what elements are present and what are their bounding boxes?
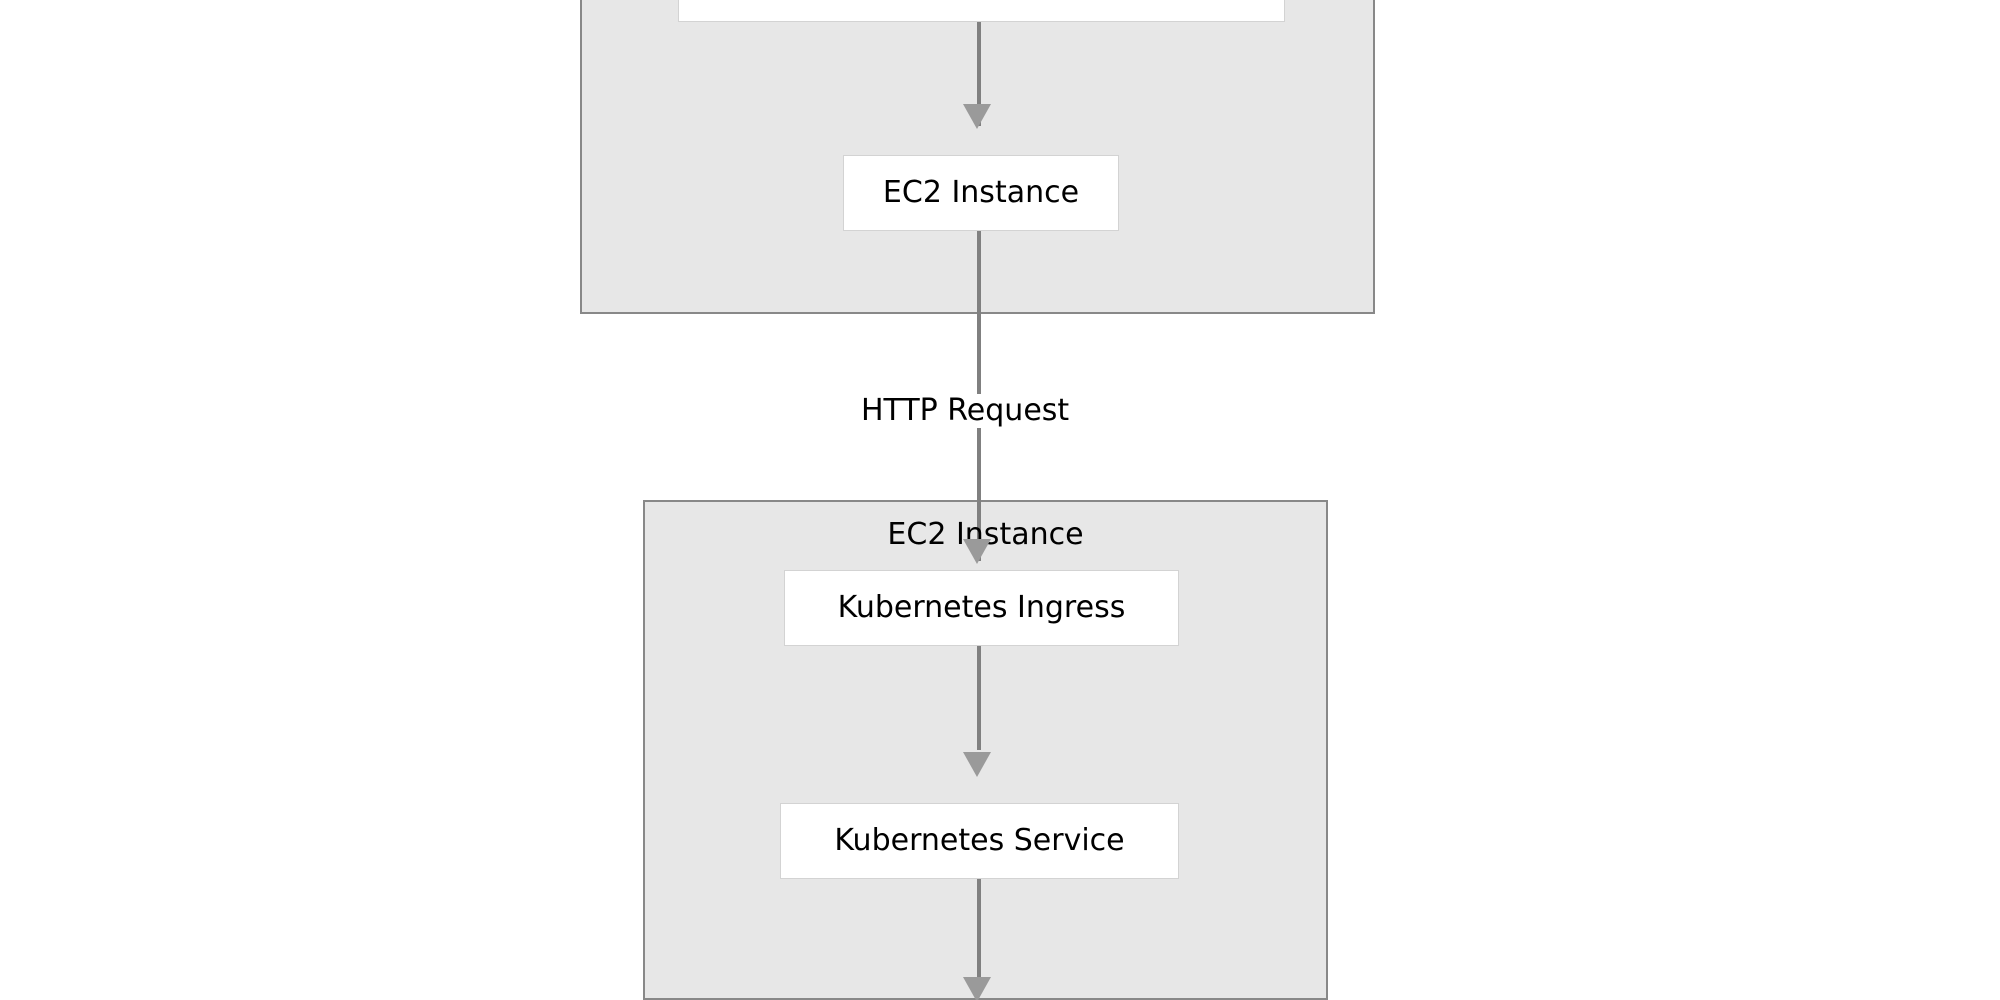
arrowhead-ingress-to-service: [963, 752, 991, 777]
arrowhead-service-to-next: [963, 977, 991, 1000]
edge-label-http-request: HTTP Request: [855, 394, 1076, 428]
edge-line-ingress-to-service: [977, 646, 981, 750]
edge-line-service-to-next: [977, 879, 981, 979]
node-ec2-instance[interactable]: EC2 Instance: [843, 155, 1119, 231]
edge-line-app-to-ec2: [977, 22, 981, 126]
arrowhead-app-to-ec2: [963, 104, 991, 129]
node-kubernetes-service[interactable]: Kubernetes Service: [780, 803, 1179, 879]
arrowhead-ec2-to-ingress: [963, 539, 991, 564]
node-application-cropped[interactable]: [678, 0, 1285, 22]
node-kubernetes-ingress[interactable]: Kubernetes Ingress: [784, 570, 1179, 646]
